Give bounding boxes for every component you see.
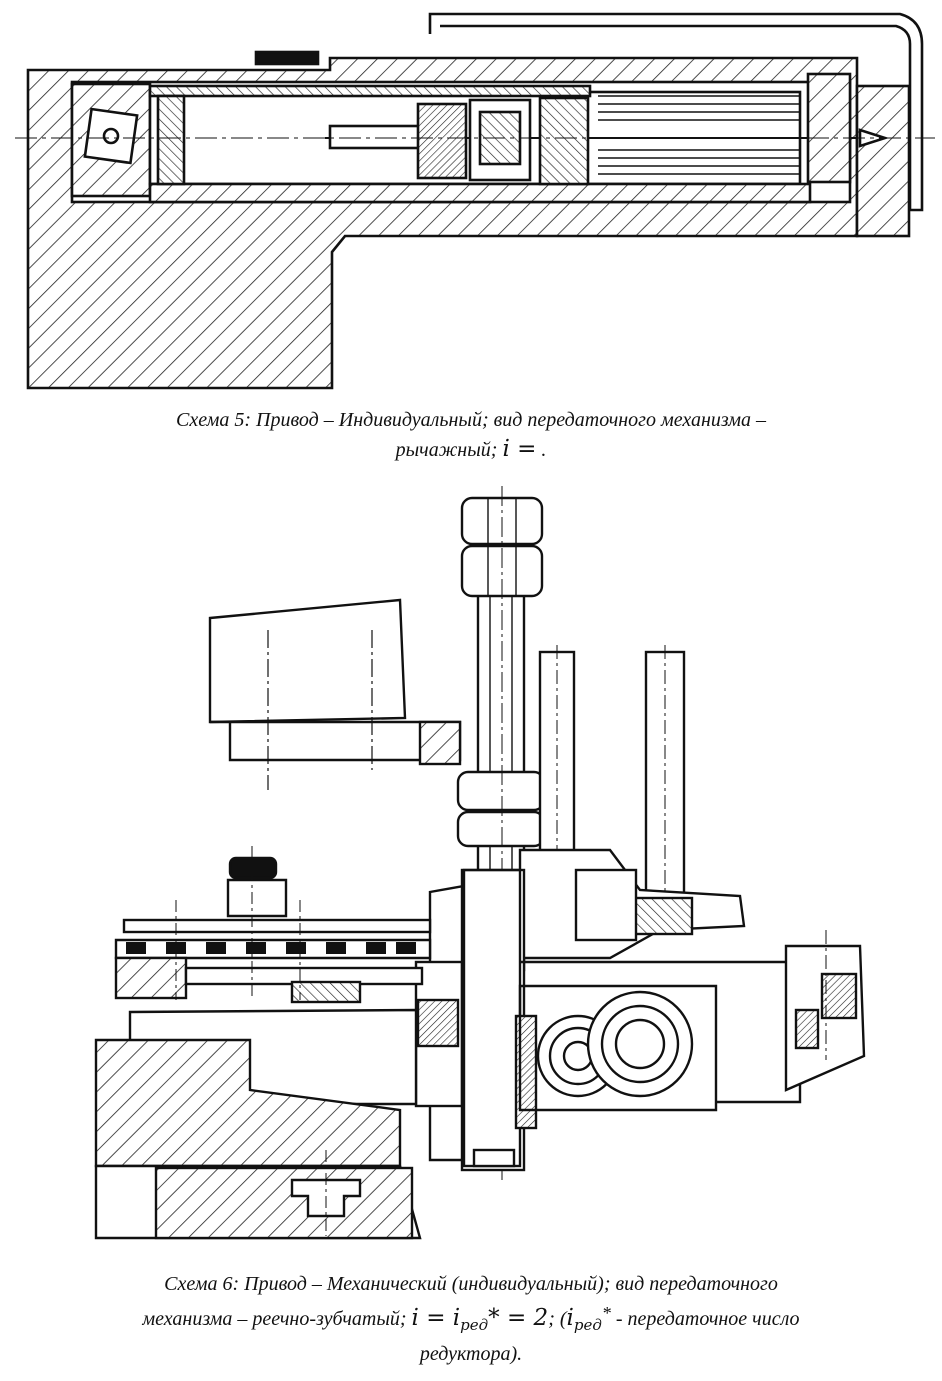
scheme6-upper-table — [208, 598, 407, 724]
scheme5-caption: Схема 5: Привод – Индивидуальный; вид пе… — [40, 406, 902, 465]
scheme6-caption-line2: механизма – реечно-зубчатый; i = iред* =… — [40, 1299, 902, 1340]
scheme5-drive-type: рычажный; — [395, 439, 503, 461]
scheme5-drawing — [15, 12, 935, 390]
scheme6-note-i: i — [566, 1305, 574, 1331]
scheme5-caption-line1: Схема 5: Привод – Индивидуальный; вид пе… — [176, 409, 766, 431]
scheme6-note-text: - передаточное число — [610, 1308, 800, 1330]
scheme6-caption-line1: Схема 6: Привод – Механический (индивиду… — [164, 1273, 778, 1295]
scheme6-ratio-i: i = i — [411, 1305, 461, 1331]
scheme6-rack — [122, 918, 432, 934]
scheme6-drawing — [94, 486, 866, 1240]
scheme6-caption: Схема 6: Привод – Механический (индивиду… — [40, 1270, 902, 1369]
scheme6-note-sub: ред — [573, 1316, 602, 1334]
scheme6-mechanism-type: механизма – реечно-зубчатый; — [142, 1308, 412, 1330]
scheme6-note-star: * — [601, 1303, 611, 1323]
scheme6-sep: ; ( — [548, 1308, 567, 1330]
scheme5-right-block — [806, 72, 852, 184]
scheme6-caption-line3: редуктора). — [419, 1343, 523, 1365]
scheme5-piston-rod — [328, 124, 432, 150]
scheme6-ratio-eq: * = 2 — [488, 1305, 549, 1331]
scheme5-right-cover — [428, 12, 924, 212]
scheme5-ratio-value: . — [536, 439, 547, 461]
scheme5-ratio-label: i = — [502, 436, 537, 462]
scheme6-ratio-sub: ред — [460, 1316, 489, 1334]
scheme5-caption-line2: рычажный; i = . — [40, 435, 902, 465]
